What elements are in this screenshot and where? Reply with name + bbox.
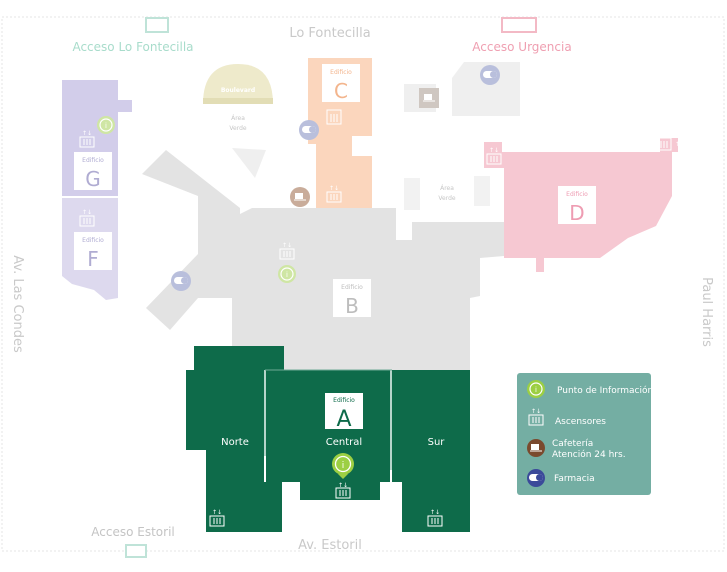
building-b-shape[interactable] <box>142 150 504 370</box>
legend-info-icon: i <box>527 380 545 398</box>
info-icon[interactable]: i <box>332 453 354 479</box>
svg-text:↑↓: ↑↓ <box>338 482 348 489</box>
building-d-card[interactable] <box>558 186 596 224</box>
elevator-icon[interactable]: ↑↓ <box>79 130 95 148</box>
building-a-edificio-label: Edificio <box>333 397 355 404</box>
svg-text:i: i <box>342 461 345 471</box>
green-area-shape <box>232 148 266 178</box>
area-verde-1-line2: Verde <box>229 125 247 132</box>
svg-text:↑↓: ↑↓ <box>82 209 92 216</box>
legend-panel <box>517 373 651 495</box>
boulevard-base <box>203 98 273 104</box>
info-icon[interactable]: i <box>97 116 115 134</box>
building-d-edificio-label: Edificio <box>566 191 588 198</box>
building-grey-mid <box>404 178 420 210</box>
site-boundary <box>1 16 725 552</box>
area-verde-2-line1: Área <box>440 185 454 192</box>
legend-pharmacy-icon <box>527 469 545 487</box>
building-c-card[interactable] <box>322 64 360 102</box>
building-b-edificio-label: Edificio <box>341 284 363 291</box>
svg-text:↑↓: ↑↓ <box>430 509 440 516</box>
building-c-edificio-label: Edificio <box>330 69 352 76</box>
access-urgencia-label[interactable]: Acceso Urgencia <box>472 40 571 54</box>
access-estoril-marker <box>125 544 147 558</box>
legend-elevator-icon: ↑↓ <box>528 408 544 426</box>
building-f-card[interactable] <box>74 232 112 270</box>
pharmacy-icon[interactable] <box>480 65 500 85</box>
svg-text:↑↓: ↑↓ <box>82 130 92 137</box>
building-a-norte[interactable] <box>186 346 284 532</box>
svg-text:i: i <box>535 386 537 394</box>
svg-text:↑↓: ↑↓ <box>282 242 292 249</box>
legend: i Punto de Información ↑↓ Ascensores Caf… <box>517 373 653 495</box>
building-a-central[interactable] <box>266 370 390 500</box>
building-grey-top-right <box>452 62 520 116</box>
boulevard-label: Boulevard <box>221 87 255 94</box>
building-a-sur[interactable] <box>392 370 470 532</box>
building-b-card[interactable] <box>333 279 371 317</box>
building-c-letter: C <box>334 79 348 103</box>
elevator-icon[interactable]: ↑↓ <box>326 185 342 203</box>
building-a-letter: A <box>336 407 351 432</box>
access-fontecilla-marker <box>145 17 169 33</box>
building-f-edificio-label: Edificio <box>82 237 104 244</box>
svg-text:↑↓: ↑↓ <box>675 141 685 148</box>
svg-text:i: i <box>286 271 288 279</box>
street-south: Av. Estoril <box>298 538 362 553</box>
area-verde-1-line1: Área <box>231 115 245 122</box>
legend-cafe-label-2: Atención 24 hrs. <box>552 449 626 460</box>
elevator-icon[interactable]: ↑↓ <box>279 242 295 260</box>
legend-info-label: Punto de Información <box>557 385 653 396</box>
svg-text:↑↓: ↑↓ <box>531 408 541 415</box>
street-east: Paul Harris <box>699 277 714 347</box>
svg-text:↑↓: ↑↓ <box>489 147 499 154</box>
pharmacy-icon[interactable] <box>171 271 191 291</box>
legend-cafe-icon <box>527 439 545 457</box>
legend-pharmacy-label: Farmacia <box>554 474 595 484</box>
legend-elevators-label: Ascensores <box>555 417 606 427</box>
building-f-letter: F <box>87 247 99 271</box>
info-icon[interactable]: i <box>278 265 296 283</box>
pharmacy-icon[interactable] <box>299 120 319 140</box>
cafe-icon[interactable] <box>290 187 310 207</box>
elevator-icon[interactable]: ↑↓ <box>486 147 502 165</box>
elevator-icon[interactable]: ↑↓ <box>427 509 443 527</box>
section-sur[interactable]: Sur <box>428 437 446 448</box>
area-verde-2-line2: Verde <box>438 195 456 202</box>
svg-text:↑↓: ↑↓ <box>329 185 339 192</box>
building-g-letter: G <box>85 167 101 191</box>
access-fontecilla-label[interactable]: Acceso Lo Fontecilla <box>72 40 193 54</box>
elevator-icon[interactable]: ↑↓ <box>209 509 225 527</box>
access-estoril-label[interactable]: Acceso Estoril <box>91 525 174 539</box>
section-norte[interactable]: Norte <box>221 437 249 448</box>
building-b-letter: B <box>345 294 359 318</box>
legend-cafe-label-1: Cafetería <box>552 439 593 449</box>
elevator-icon[interactable]: ↑↓ <box>656 137 685 151</box>
elevator-icon[interactable] <box>326 109 342 125</box>
elevator-icon[interactable]: ↑↓ <box>79 209 95 227</box>
access-urgencia-marker <box>501 17 537 33</box>
building-g-edificio-label: Edificio <box>82 157 104 164</box>
boulevard-dome <box>203 64 273 104</box>
cafe-icon[interactable] <box>419 88 439 108</box>
building-g-card[interactable] <box>74 152 112 190</box>
building-a-card[interactable] <box>325 393 363 429</box>
street-west: Av. Las Condes <box>10 255 25 353</box>
building-d-letter: D <box>569 201 584 225</box>
svg-text:↑↓: ↑↓ <box>212 509 222 516</box>
elevator-icon[interactable]: ↑↓ <box>335 482 351 499</box>
section-central[interactable]: Central <box>326 437 362 448</box>
svg-text:i: i <box>105 122 107 130</box>
building-grey-mid2 <box>474 176 490 206</box>
street-north: Lo Fontecilla <box>289 26 370 41</box>
